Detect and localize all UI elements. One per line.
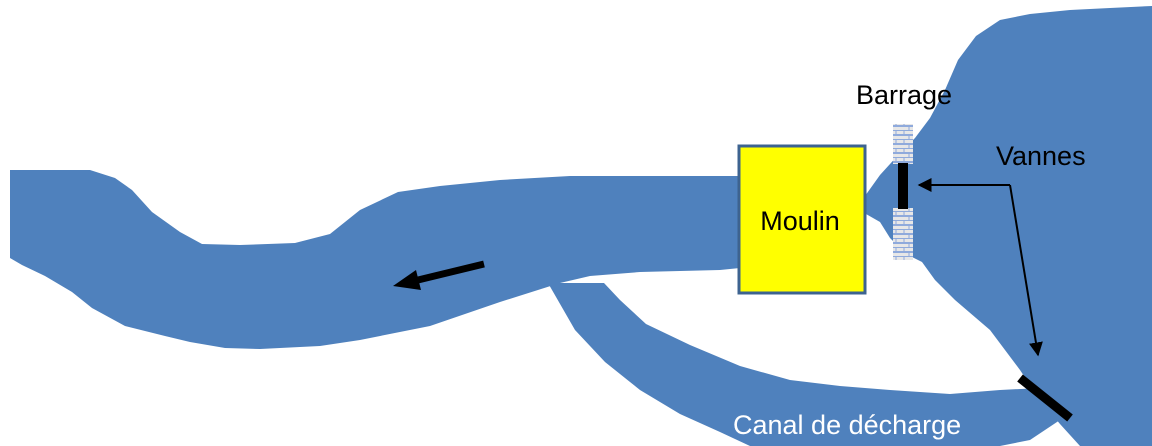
brick-wall-icon [893, 124, 913, 164]
canal-gate [1017, 374, 1073, 422]
moulin-label: Moulin [760, 206, 840, 236]
barrage-label: Barrage [856, 80, 952, 110]
arrow-left-icon [393, 260, 485, 290]
vannes-label: Vannes [996, 141, 1086, 171]
river-main [10, 170, 740, 349]
barrage: Barrage [856, 80, 952, 260]
dam-gate [898, 163, 908, 209]
pointer-line [1009, 184, 1043, 357]
bypass-canal [548, 283, 1062, 446]
moulin: Moulin [737, 144, 867, 295]
upstream-basin [865, 6, 1152, 446]
brick-wall-icon [893, 208, 913, 260]
vannes: Vannes [917, 141, 1086, 357]
canal-label: Canal de décharge [733, 410, 961, 440]
moulin-box [737, 144, 867, 295]
